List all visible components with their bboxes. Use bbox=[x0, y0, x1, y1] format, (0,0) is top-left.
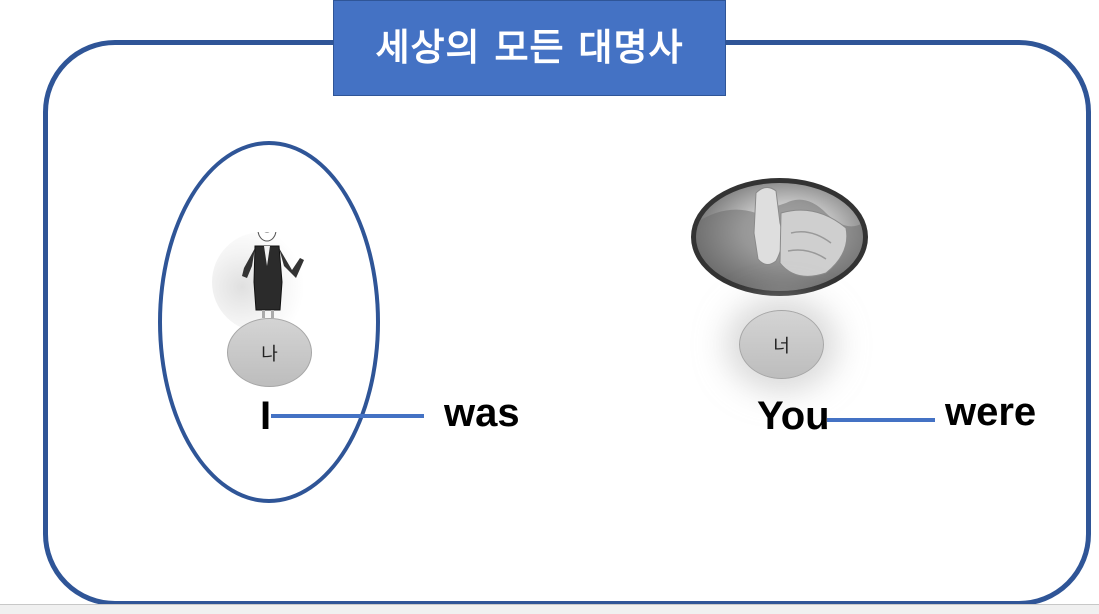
korean-label: 나 bbox=[261, 343, 278, 365]
connector-line bbox=[271, 414, 424, 418]
businesswoman-image bbox=[212, 218, 312, 332]
korean-pronoun-na: 나 bbox=[227, 318, 312, 387]
korean-label: 너 bbox=[773, 335, 790, 357]
korean-pronoun-neo: 너 bbox=[739, 310, 824, 379]
highlight-ellipse bbox=[158, 141, 380, 503]
pointing-hand-icon bbox=[696, 187, 863, 291]
title-banner: 세상의 모든 대명사 bbox=[333, 0, 726, 96]
verb-was: was bbox=[444, 391, 520, 435]
verb-were: were bbox=[945, 390, 1037, 434]
pronoun-i: I bbox=[260, 394, 272, 438]
pointing-hand-image bbox=[691, 178, 868, 296]
window-bottom-edge bbox=[0, 604, 1099, 614]
businesswoman-icon bbox=[242, 218, 304, 318]
pronoun-you: You bbox=[757, 394, 830, 438]
page-title: 세상의 모든 대명사 bbox=[375, 26, 684, 69]
connector-line bbox=[827, 418, 935, 422]
